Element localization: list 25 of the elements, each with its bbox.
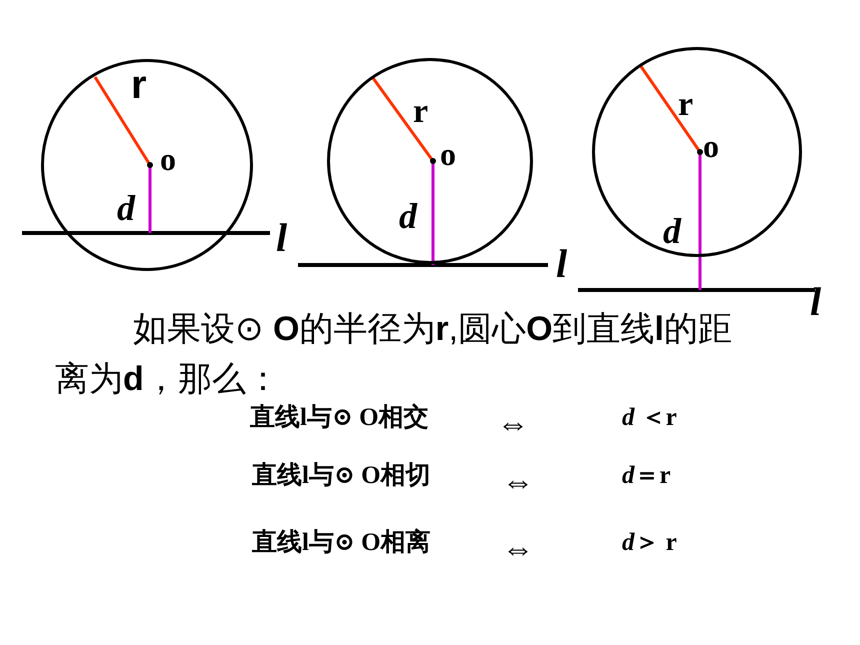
- distance-label: d: [117, 190, 135, 226]
- equivalence-symbol: ⇔: [502, 465, 534, 497]
- equivalence-symbol: ⇔: [502, 532, 534, 564]
- center-label: o: [160, 143, 176, 175]
- circle: [327, 58, 533, 264]
- condition-text: d＞ r: [622, 530, 677, 555]
- equivalence-symbol: ⇔: [497, 407, 529, 439]
- relation-text: 直线l与⊙ O相交: [250, 405, 429, 430]
- line-label: l: [556, 244, 568, 284]
- condition-text: d＝r: [622, 463, 671, 488]
- radius-label: r: [678, 88, 694, 122]
- circle: [41, 59, 253, 271]
- radius-label: r: [413, 95, 428, 129]
- line-label: l: [276, 218, 288, 258]
- distance-label: d: [399, 198, 417, 234]
- center-label: o: [703, 130, 719, 162]
- center-label: o: [440, 138, 456, 170]
- relation-text: 直线l与⊙ O相切: [252, 463, 431, 488]
- relation-text: 直线l与⊙ O相离: [252, 530, 431, 555]
- condition-text: d ＜r: [622, 405, 677, 430]
- radius-label: r: [131, 65, 147, 105]
- circle: [592, 47, 802, 257]
- line-label: l: [810, 282, 822, 322]
- statement-text: 如果设⊙ O的半径为r,圆心O到直线l的距离为d，那么：: [55, 309, 733, 400]
- distance-label: d: [663, 213, 681, 249]
